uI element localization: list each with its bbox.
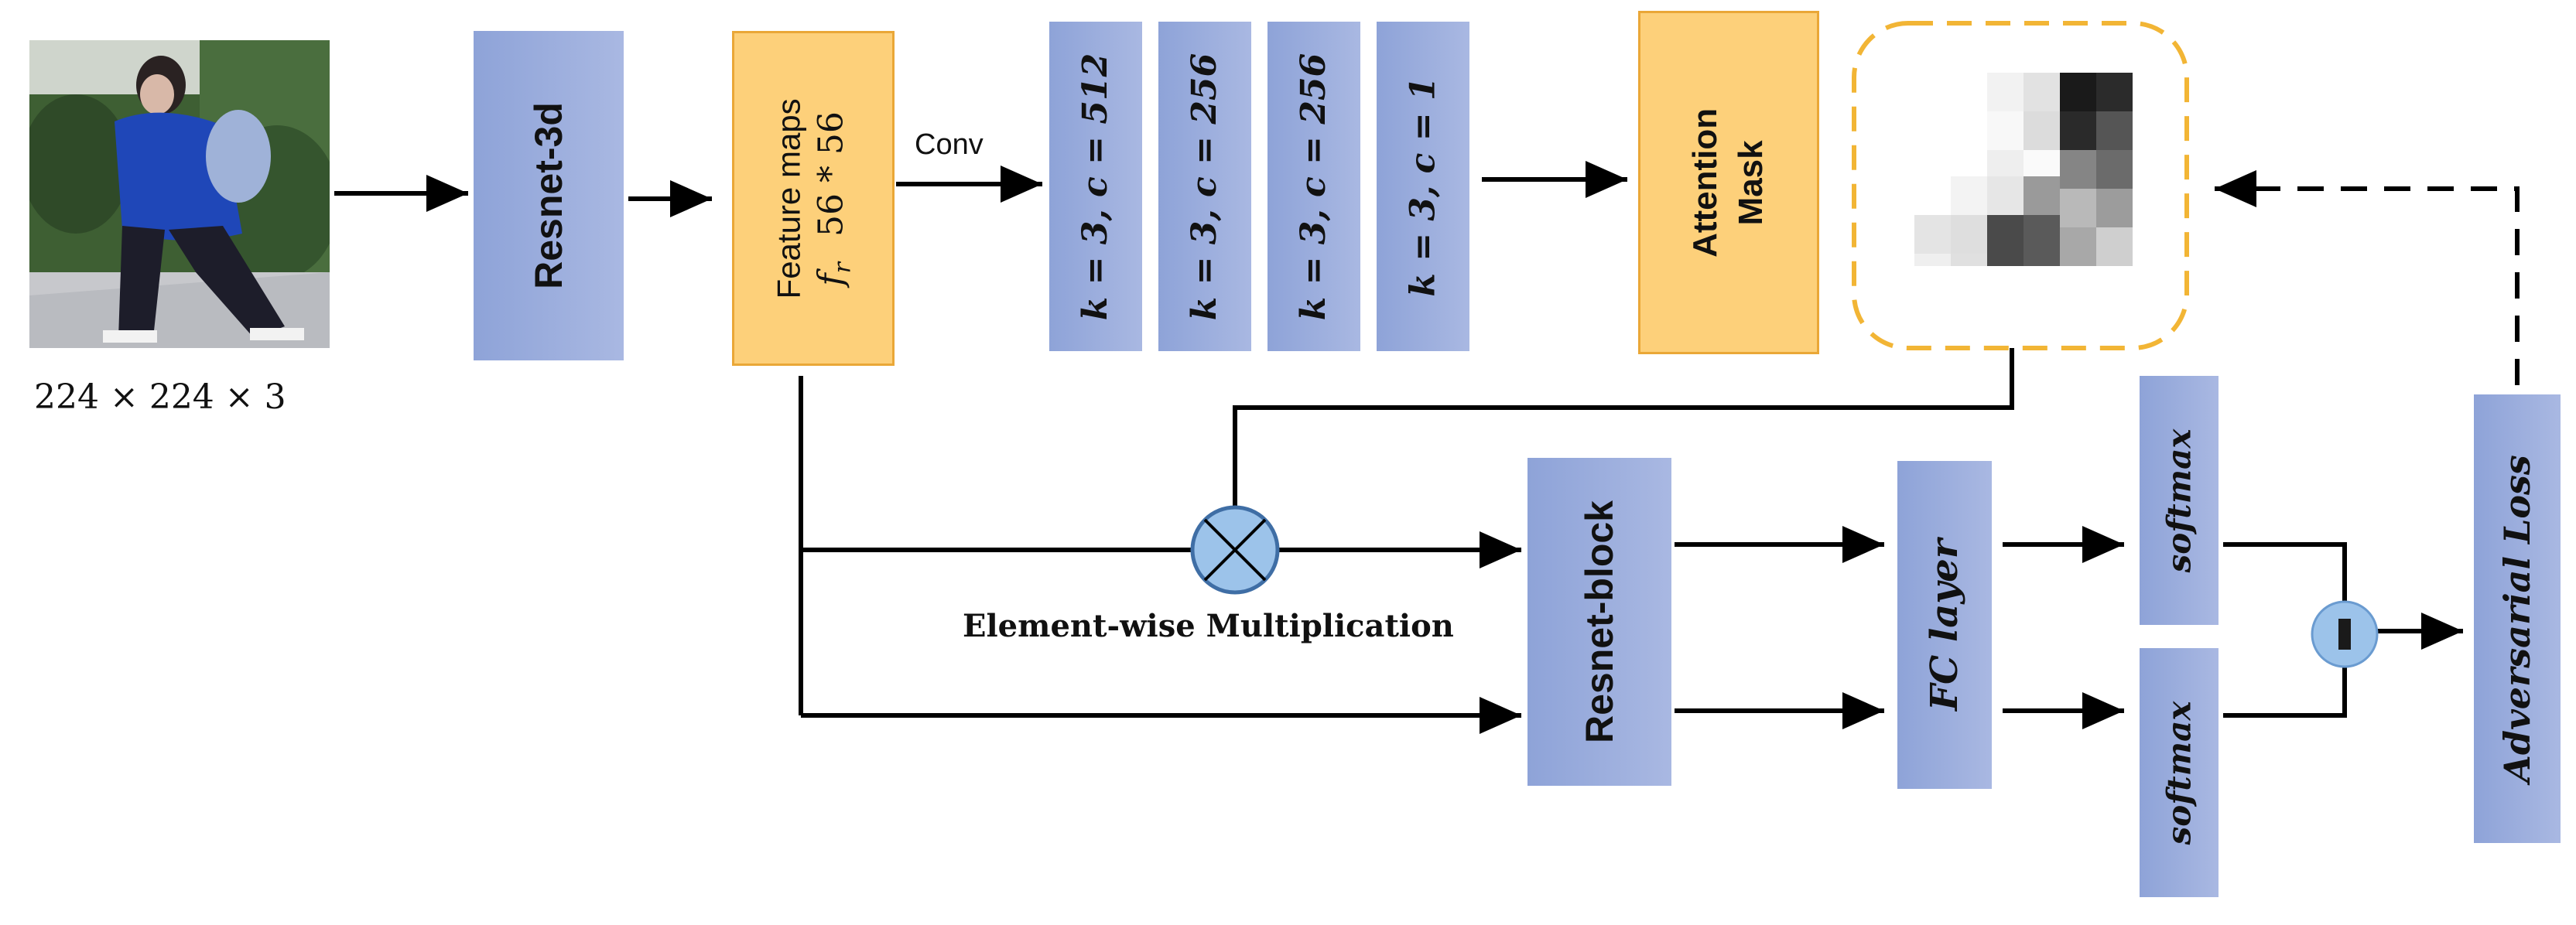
conv-layer-2-label: k = 3, c = 256	[1185, 53, 1225, 320]
fc-layer-label: FC layer	[1923, 538, 1967, 712]
arrow-loss-feedback-dashed	[2215, 170, 2520, 385]
attention-mask-frame	[1852, 21, 2189, 350]
input-image	[29, 40, 330, 348]
wire-mask-to-multiply	[1233, 348, 2014, 507]
resnet3d-block: Resnet-3d	[474, 31, 624, 360]
feature-maps-title: Feature maps	[771, 97, 808, 299]
wire-softmax-top-to-subtract	[2223, 542, 2347, 606]
conv-layer-4-label: k = 3, c = 1	[1403, 76, 1443, 297]
attention-mask-block: Attention Mask	[1638, 11, 1819, 354]
subtract-icon	[2311, 600, 2379, 668]
attention-mask-line2: Mask	[1733, 139, 1770, 226]
feature-size: 56 * 56	[811, 111, 851, 237]
feature-maps-text: Feature maps fr 56 * 56	[769, 98, 857, 299]
conv-layer-4: k = 3, c = 1	[1377, 22, 1469, 351]
resnet-block: Resnet-block	[1527, 458, 1671, 786]
feature-maps-block: Feature maps fr 56 * 56	[732, 31, 895, 366]
softmax-bottom: softmax	[2140, 648, 2219, 897]
softmax-bottom-label: softmax	[2160, 701, 2198, 845]
conv-layer-3-label: k = 3, c = 256	[1294, 53, 1334, 320]
softmax-top: softmax	[2140, 376, 2219, 625]
wire-softmax-bottom-to-subtract	[2223, 665, 2347, 718]
adversarial-loss-block: Adversarial Loss	[2474, 394, 2561, 843]
adversarial-loss-label: Adversarial Loss	[2496, 455, 2538, 783]
feature-subscript: r	[829, 261, 857, 273]
pedestrian-picture	[29, 40, 330, 348]
conv-label: Conv	[915, 128, 984, 161]
input-dimensions: 224 × 224 × 3	[34, 377, 286, 417]
elementwise-label: Element-wise Multiplication	[963, 608, 1454, 644]
feature-maps-formula: fr 56 * 56	[810, 111, 857, 286]
conv-layer-1-label: k = 3, c = 512	[1076, 53, 1116, 320]
conv-layer-1: k = 3, c = 512	[1049, 22, 1142, 351]
multiply-icon	[1190, 505, 1280, 595]
fc-layer-block: FC layer	[1897, 461, 1992, 789]
attention-heatmap	[1914, 73, 2133, 266]
softmax-top-label: softmax	[2160, 428, 2198, 572]
attention-mask-text: Attention Mask	[1683, 108, 1775, 257]
resnet-block-label: Resnet-block	[1578, 500, 1621, 743]
conv-layer-3: k = 3, c = 256	[1267, 22, 1360, 351]
resnet3d-label: Resnet-3d	[527, 102, 571, 289]
attention-mask-line1: Attention	[1686, 108, 1725, 258]
feature-symbol: f	[811, 272, 851, 286]
conv-layer-2: k = 3, c = 256	[1158, 22, 1251, 351]
